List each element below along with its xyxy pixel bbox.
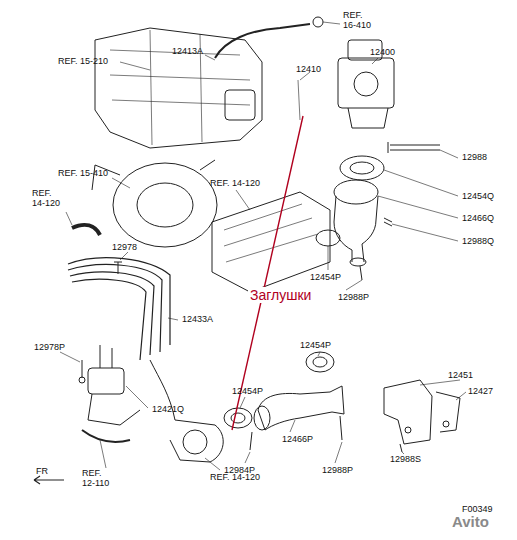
- callout-number: 12988P: [338, 292, 369, 302]
- callout-number: 12454P: [300, 340, 331, 350]
- figure-code: F00349: [462, 504, 493, 514]
- ref-label: REF. 15-410: [58, 168, 108, 178]
- ref-label: REF. 14-120: [210, 472, 260, 482]
- callout-number: 12451: [448, 370, 473, 380]
- ref-label: REF. 14-120: [210, 178, 260, 188]
- callout-number: 12421Q: [152, 404, 184, 414]
- direction-label: FR: [36, 466, 48, 476]
- ref-label: REF. 16-410: [343, 10, 377, 30]
- callout-number: 12427: [468, 386, 493, 396]
- callout-number: 12433A: [182, 314, 213, 324]
- plug-note: Заглушки: [248, 287, 313, 303]
- callout-number: 12978: [112, 242, 137, 252]
- callout-number: 12988: [462, 152, 487, 162]
- watermark: Avito: [452, 514, 489, 530]
- callout-number: 12400: [370, 47, 395, 57]
- callout-number: 12454Q: [462, 191, 494, 201]
- ref-label: REF. 14-120: [32, 188, 66, 208]
- callout-number: 12988S: [390, 454, 421, 464]
- ref-label: REF. 12-110: [82, 468, 116, 488]
- callout-number: 12466P: [282, 434, 313, 444]
- ref-label: REF. 15-210: [58, 56, 108, 66]
- callout-number: 12454P: [232, 386, 263, 396]
- callout-number: 12410: [296, 64, 321, 74]
- callout-number: 12988P: [322, 465, 353, 475]
- callout-number: 12466Q: [462, 213, 494, 223]
- callout-number: 12454P: [310, 272, 341, 282]
- callout-number: 12413A: [172, 46, 203, 56]
- callout-number: 12988Q: [462, 236, 494, 246]
- callout-number: 12978P: [34, 342, 65, 352]
